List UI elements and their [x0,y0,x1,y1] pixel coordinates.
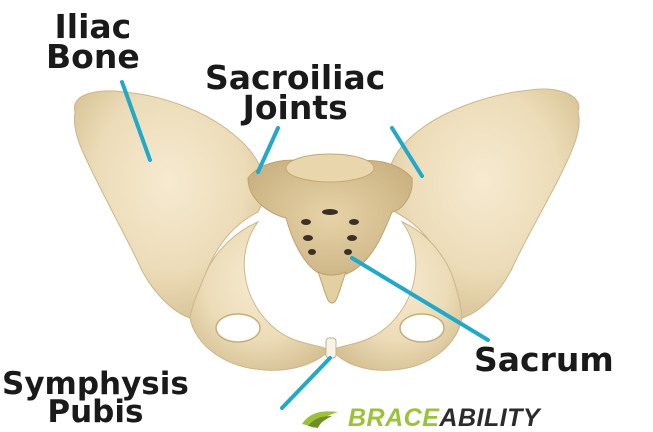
label-sacroiliac-joints: Sacroiliac Joints [205,63,385,123]
label-iliac-bone: Iliac Bone [46,12,140,72]
left-obturator-foramen [216,314,260,342]
symphysis-joint [326,338,336,358]
label-sacrum-text: Sacrum [474,345,614,375]
label-symphysis-pubis: Symphysis Pubis [2,370,189,426]
brand-logo: BRACEABILITY [300,404,540,432]
label-sacroiliac-line2: Joints [205,93,385,123]
label-iliac-bone-line2: Bone [46,42,140,72]
label-symphysis-line2: Pubis [2,398,189,426]
brand-name-part2: ABILITY [439,404,540,432]
label-sacrum: Sacrum [474,345,614,375]
brace-logo-icon [300,406,340,430]
brand-name-part1: BRACE [348,404,439,432]
right-obturator-foramen [400,314,444,342]
